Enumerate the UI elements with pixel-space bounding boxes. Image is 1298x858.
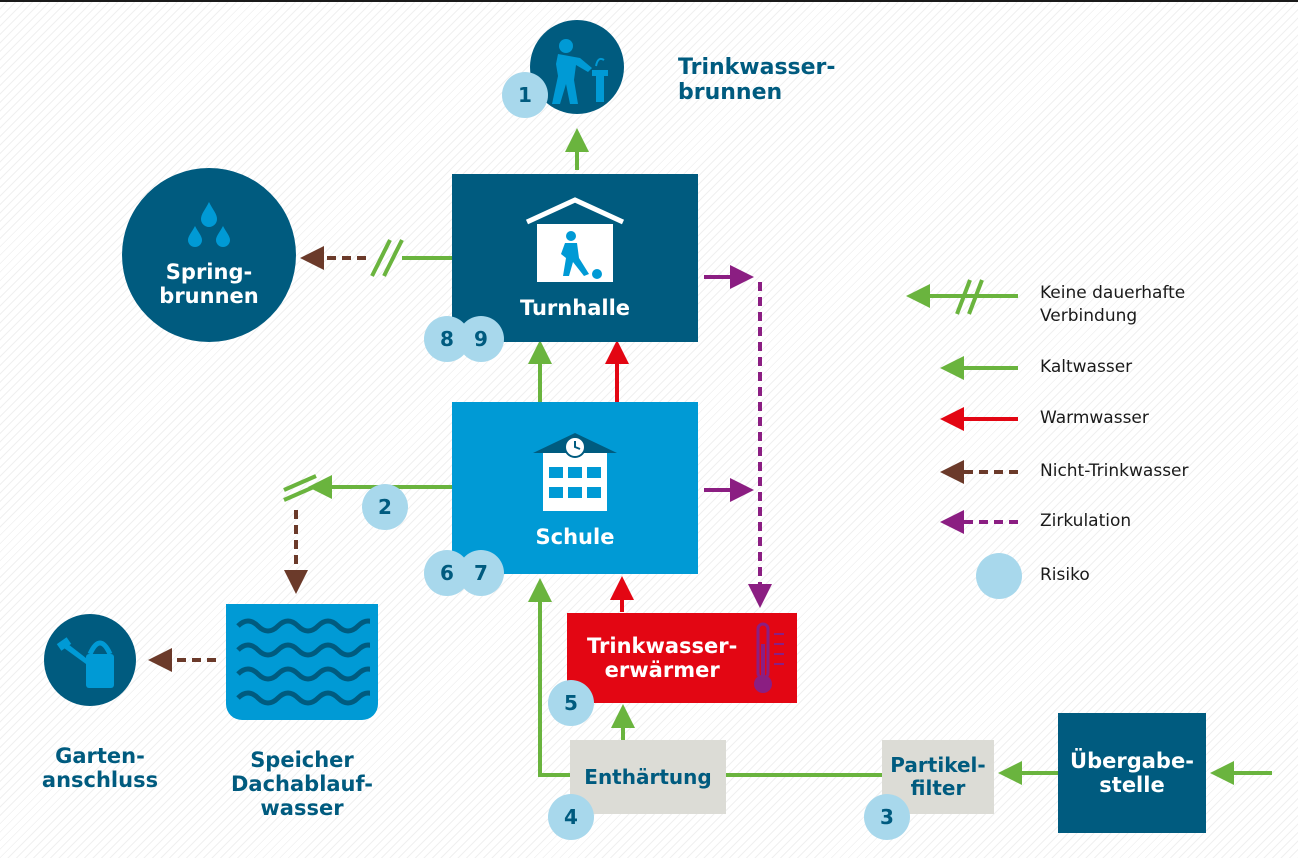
legend-kaltwasser: Kaltwasser — [1040, 357, 1133, 377]
schule-node: Schule — [452, 402, 698, 574]
risk-3: 3 — [864, 794, 910, 840]
water-drops-icon — [188, 201, 230, 247]
uebergabestelle-node: Übergabe- stelle — [1058, 713, 1206, 833]
legend-warmwasser: Warmwasser — [1040, 408, 1149, 428]
enthaertung-node: Enthärtung — [570, 740, 726, 814]
turnhalle-node: Turnhalle — [452, 174, 698, 342]
trinkwassererwaermer-label: Trinkwasser- erwärmer — [587, 633, 738, 682]
schule-label: Schule — [535, 524, 615, 549]
trinkwasserbrunnen-label: Trinkwasser- brunnen — [678, 54, 836, 105]
speicher-tank — [226, 604, 378, 720]
legend-risk-swatch — [976, 553, 1022, 599]
trinkwasserbrunnen-node: Trinkwasser- brunnen — [678, 48, 836, 112]
risk-9: 9 — [458, 316, 504, 362]
speicher-node: Speicher Dachablauf- wasser — [226, 736, 378, 832]
legend-keine-verbindung: Keine dauerhafte Verbindung — [1040, 283, 1186, 326]
partikelfilter-label: Partikel- filter — [890, 753, 986, 800]
thermometer-icon — [754, 622, 784, 693]
uebergabestelle-label: Übergabe- stelle — [1070, 748, 1194, 797]
break-marks — [283, 239, 404, 502]
warm-water-lines — [605, 340, 634, 612]
turnhalle-label: Turnhalle — [519, 295, 631, 320]
springbrunnen-node: Spring- brunnen — [122, 168, 296, 342]
non-potable-lines — [148, 246, 366, 672]
risk-2: 2 — [362, 484, 408, 530]
legend-samples — [906, 279, 1018, 534]
gartenanschluss-circle — [44, 614, 136, 706]
water-waves-icon — [236, 618, 370, 706]
speicher-label: Speicher Dachablauf- wasser — [230, 747, 373, 821]
legend-nicht-trinkwasser: Nicht-Trinkwasser — [1040, 461, 1189, 481]
legend-risiko: Risiko — [1040, 565, 1090, 585]
gartenanschluss-label: Garten- anschluss — [41, 743, 159, 792]
risk-4: 4 — [548, 794, 594, 840]
gartenanschluss-node: Garten- anschluss — [30, 736, 170, 800]
cold-water-lines — [308, 128, 1272, 785]
circulation-lines — [704, 265, 772, 608]
risk-1: 1 — [502, 72, 548, 118]
school-building-icon — [533, 432, 617, 511]
enthaertung-label: Enthärtung — [584, 764, 712, 789]
legend-zirkulation: Zirkulation — [1040, 511, 1132, 531]
springbrunnen-label: Spring- brunnen — [159, 259, 259, 308]
watering-can-icon — [56, 637, 114, 688]
risk-5: 5 — [548, 680, 594, 726]
risk-7: 7 — [458, 550, 504, 596]
partikelfilter-node: Partikel- filter — [882, 740, 994, 814]
drinking-fountain-icon — [552, 39, 608, 104]
top-rule — [0, 0, 1298, 2]
gym-player-icon — [525, 197, 625, 282]
